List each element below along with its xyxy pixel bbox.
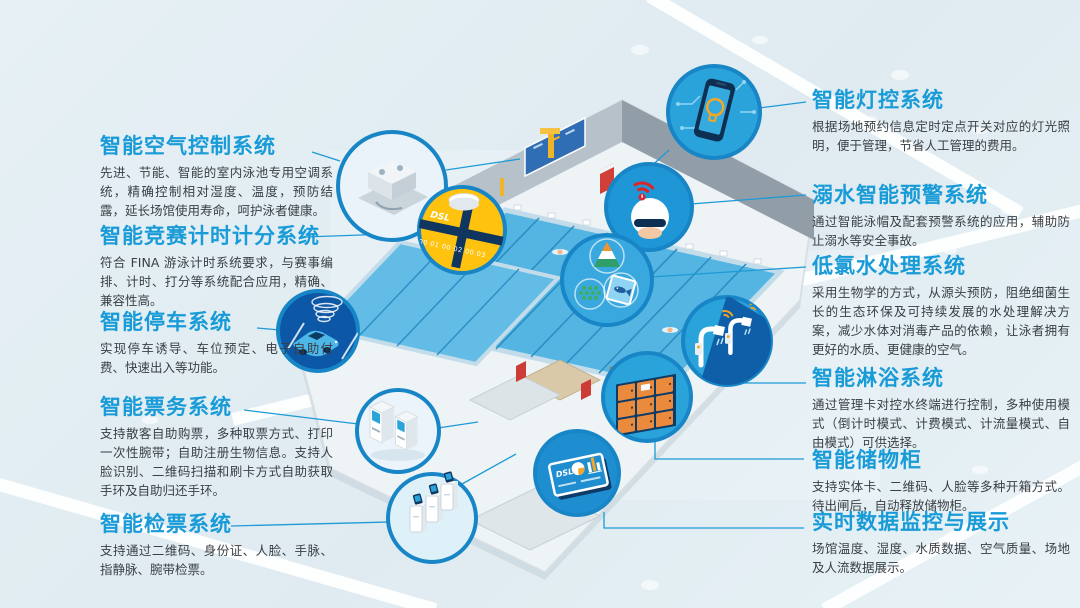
panel-desc: 采用生物学的方式，从源头预防，阻绝细菌生长的生态环保及可持续发展的水处理解决方案… — [812, 285, 1070, 358]
panel-drowning-alert: 溺水智能预警系统 通过智能泳帽及配套预警系统的应用，辅助防止溺水等安全事故。 — [812, 183, 1070, 250]
panel-ticket-check: 智能检票系统 支持通过二维码、身份证、人脸、手脉、指静脉、腕带检票。 — [100, 512, 333, 579]
phone-light-control-icon — [676, 78, 756, 142]
panel-title: 实时数据监控与展示 — [812, 510, 1010, 534]
connector-lines — [230, 101, 807, 529]
data-display-bubble: DSL — [533, 429, 621, 517]
locker-bubble — [601, 351, 693, 443]
panel-data-monitor: 实时数据监控与展示 场馆温度、湿度、水质数据、空气质量、场地及人流数据展示。 — [812, 510, 1070, 577]
panel-light-control: 智能灯控系统 根据场地预约信息定时定点开关对应的灯光照明，便于管理，节省人工管理… — [812, 88, 1070, 155]
panel-desc: 实现停车诱导、车位预定、电子自助付费、快速出入等功能。 — [100, 341, 333, 376]
pebble-decor — [142, 36, 1019, 590]
scoreboard-brand-text: DSL — [429, 210, 451, 224]
panel-title: 智能检票系统 — [100, 512, 232, 536]
shower-bubble — [681, 295, 773, 387]
data-display-board-icon: DSL — [547, 452, 612, 500]
panel-desc: 先进、节能、智能的室内泳池专用空调系统，精确控制相对湿度、温度，预防结露，延长场… — [100, 165, 333, 219]
water-treatment-bubble — [560, 233, 654, 327]
panel-parking: 智能停车系统 实现停车诱导、车位预定、电子自助付费、快速出入等功能。 — [100, 310, 333, 377]
panel-shower: 智能淋浴系统 通过管理卡对控水终端进行控制，多种使用模式（倒计时模式、计费模式、… — [812, 366, 1070, 452]
timing-scoreboard-bubble: DSL 00 01 00 02 00 03 — [417, 185, 507, 275]
parking-bubble — [276, 289, 360, 373]
smart-shower-icon — [695, 297, 771, 385]
panel-desc: 场馆温度、湿度、水质数据、空气质量、场地及人流数据展示。 — [812, 541, 1070, 576]
panel-locker: 智能储物柜 支持实体卡、二维码、人脸等多种开箱方式。待出闸后，自动释放储物柜。 — [812, 448, 1070, 515]
display-brand-text: DSL — [555, 467, 574, 479]
air-handling-unit-icon — [358, 160, 428, 215]
panel-desc: 支持实体卡、二维码、人脸等多种开箱方式。待出闸后，自动释放储物柜。 — [812, 479, 1070, 514]
panel-title: 智能淋浴系统 — [812, 366, 944, 390]
panel-title: 智能票务系统 — [100, 395, 232, 419]
panel-title: 智能停车系统 — [100, 310, 232, 334]
panel-title: 智能灯控系统 — [812, 88, 944, 112]
panel-title: 低氯水处理系统 — [812, 254, 966, 278]
panel-title: 溺水智能预警系统 — [812, 183, 988, 207]
ticket-kiosk-icon — [368, 400, 425, 461]
smart-swim-cap-alert-icon — [631, 181, 669, 239]
panel-timing-scoring: 智能竞赛计时计分系统 符合 FINA 游泳计时系统要求，与赛事编排、计时、打分等… — [100, 224, 333, 310]
panel-desc: 根据场地预约信息定时定点开关对应的灯光照明，便于管理，节省人工管理的费用。 — [812, 119, 1070, 154]
panel-desc: 支持散客自助购票，多种取票方式、打印一次性腕带；自助注册生物信息。支持人脸识别、… — [100, 426, 333, 499]
panel-air-control: 智能空气控制系统 先进、节能、智能的室内泳池专用空调系统，精确控制相对湿度、温度… — [100, 134, 333, 220]
turnstile-bubble — [386, 471, 478, 564]
panel-desc: 通过管理卡对控水终端进行控制，多种使用模式（倒计时模式、计费模式、计流量模式、自… — [812, 397, 1070, 451]
panel-ticketing: 智能票务系统 支持散客自助购票，多种取票方式、打印一次性腕带；自助注册生物信息。… — [100, 395, 333, 500]
panel-title: 智能竞赛计时计分系统 — [100, 224, 320, 248]
diving-tower — [500, 128, 560, 196]
smart-locker-icon — [616, 373, 676, 437]
parking-sensor-car-icon — [287, 295, 358, 360]
panel-desc: 符合 FINA 游泳计时系统要求，与赛事编排、计时、打分等系统配合应用，精确、兼… — [100, 255, 333, 309]
panel-desc: 通过智能泳帽及配套预警系统的应用，辅助防止溺水等安全事故。 — [812, 214, 1070, 249]
panel-desc: 支持通过二维码、身份证、人脸、手脉、指静脉、腕带检票。 — [100, 543, 333, 578]
panel-title: 智能储物柜 — [812, 448, 922, 472]
air-control-bubble — [336, 130, 448, 242]
ticket-kiosk-bubble — [355, 388, 441, 474]
light-control-bubble — [666, 64, 762, 160]
panel-title: 智能空气控制系统 — [100, 134, 276, 158]
eco-water-treatment-icon — [574, 238, 639, 310]
turnstile-gate-icon — [409, 471, 458, 533]
panel-water-treatment: 低氯水处理系统 采用生物学的方式，从源头预防，阻绝细菌生长的生态环保及可持续发展… — [812, 254, 1070, 359]
back-wall-right — [622, 100, 814, 240]
drowning-alert-bubble — [604, 162, 694, 252]
